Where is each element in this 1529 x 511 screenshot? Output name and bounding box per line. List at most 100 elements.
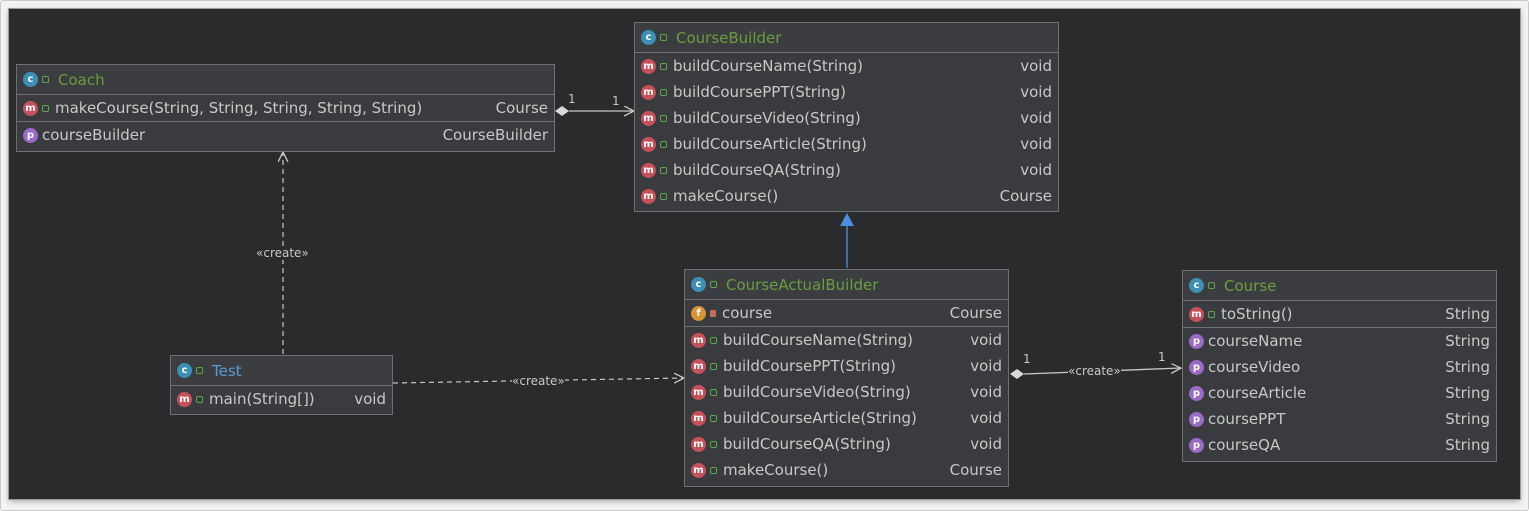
- member-type: String: [1445, 305, 1490, 323]
- method-icon: m: [691, 436, 706, 452]
- stereotype-label: «create»: [256, 246, 309, 260]
- member-type: String: [1445, 384, 1490, 402]
- property-icon: p: [1189, 411, 1204, 427]
- method-row[interactable]: m buildCourseArticle(String) void: [685, 405, 1008, 431]
- method-row[interactable]: m main(String[]) void: [171, 386, 392, 412]
- multiplicity-label: 1: [1023, 352, 1031, 366]
- class-test[interactable]: c Test m main(String[]) void: [170, 355, 393, 415]
- property-icon: p: [1189, 359, 1204, 375]
- member-name: makeCourse(String, String, String, Strin…: [55, 99, 423, 117]
- field-row[interactable]: f course Course: [685, 300, 1008, 326]
- public-icon: [660, 88, 667, 96]
- class-header: c CourseActualBuilder: [685, 270, 1008, 300]
- member-type: void: [1020, 161, 1052, 179]
- method-row[interactable]: m buildCourseName(String) void: [685, 326, 1008, 353]
- method-row[interactable]: m makeCourse() Course: [685, 457, 1008, 483]
- member-name: courseQA: [1208, 436, 1281, 454]
- member-type: CourseBuilder: [442, 126, 548, 144]
- class-name: Course: [1224, 276, 1277, 295]
- public-icon: [710, 281, 717, 288]
- class-course[interactable]: c Course m toString() String p courseNam…: [1182, 270, 1497, 462]
- member-name: main(String[]): [209, 390, 315, 408]
- public-icon: [42, 76, 49, 83]
- member-type: void: [970, 331, 1002, 349]
- member-name: buildCourseVideo(String): [673, 109, 861, 127]
- method-row[interactable]: m buildCoursePPT(String) void: [685, 353, 1008, 379]
- method-row[interactable]: m buildCourseQA(String) void: [635, 157, 1058, 183]
- class-name: Coach: [58, 70, 105, 89]
- method-row[interactable]: m makeCourse(String, String, String, Str…: [17, 95, 554, 121]
- member-name: courseArticle: [1208, 384, 1307, 402]
- class-header: c Coach: [17, 65, 554, 95]
- member-type: void: [970, 357, 1002, 375]
- stereotype-label: «create»: [512, 374, 565, 388]
- property-row[interactable]: p coursePPT String: [1183, 406, 1496, 432]
- member-name: courseBuilder: [42, 126, 146, 144]
- member-name: buildCourseVideo(String): [723, 383, 911, 401]
- member-name: buildCourseName(String): [723, 331, 913, 349]
- method-row[interactable]: m toString() String: [1183, 301, 1496, 327]
- stereotype-label: «create»: [1068, 364, 1121, 378]
- property-row[interactable]: p courseBuilder CourseBuilder: [17, 121, 554, 148]
- multiplicity-label: 1: [568, 92, 576, 106]
- member-name: buildCoursePPT(String): [673, 83, 846, 101]
- public-icon: [660, 192, 667, 200]
- method-icon: m: [641, 188, 656, 204]
- public-icon: [710, 414, 717, 422]
- method-icon: m: [177, 391, 192, 407]
- method-row[interactable]: m buildCourseName(String) void: [635, 53, 1058, 79]
- member-name: course: [722, 304, 773, 322]
- property-icon: p: [1189, 437, 1204, 453]
- method-icon: m: [641, 136, 656, 152]
- member-name: buildCoursePPT(String): [723, 357, 896, 375]
- class-icon: c: [177, 363, 192, 378]
- member-name: makeCourse(): [673, 187, 779, 205]
- public-icon: [660, 140, 667, 148]
- member-type: void: [970, 435, 1002, 453]
- class-name: CourseActualBuilder: [726, 275, 879, 294]
- member-name: buildCourseArticle(String): [673, 135, 867, 153]
- member-type: Course: [999, 187, 1052, 205]
- method-row[interactable]: m buildCourseQA(String) void: [685, 431, 1008, 457]
- public-icon: [710, 440, 717, 448]
- public-icon: [710, 362, 717, 370]
- class-header: c CourseBuilder: [635, 23, 1058, 53]
- member-type: void: [1020, 83, 1052, 101]
- class-header: c Course: [1183, 271, 1496, 301]
- member-name: buildCourseQA(String): [723, 435, 891, 453]
- property-row[interactable]: p courseVideo String: [1183, 354, 1496, 380]
- public-icon: [660, 114, 667, 122]
- method-icon: m: [23, 100, 38, 116]
- method-icon: m: [691, 410, 706, 426]
- method-row[interactable]: m buildCourseArticle(String) void: [635, 131, 1058, 157]
- member-type: void: [1020, 57, 1052, 75]
- member-type: String: [1445, 332, 1490, 350]
- public-icon: [1208, 310, 1215, 318]
- member-type: void: [354, 390, 386, 408]
- member-type: void: [1020, 135, 1052, 153]
- method-icon: m: [691, 358, 706, 374]
- method-icon: m: [691, 384, 706, 400]
- method-icon: m: [641, 58, 656, 74]
- class-icon: c: [641, 30, 656, 45]
- class-coach[interactable]: c Coach m makeCourse(String, String, Str…: [16, 64, 555, 152]
- multiplicity-label: 1: [1158, 350, 1166, 364]
- public-icon: [660, 62, 667, 70]
- class-course-actual-builder[interactable]: c CourseActualBuilder f course Course m …: [684, 269, 1009, 487]
- public-icon: [660, 166, 667, 174]
- member-type: void: [1020, 109, 1052, 127]
- method-icon: m: [641, 84, 656, 100]
- method-icon: m: [641, 162, 656, 178]
- method-icon: m: [641, 110, 656, 126]
- property-row[interactable]: p courseArticle String: [1183, 380, 1496, 406]
- method-row[interactable]: m buildCourseVideo(String) void: [635, 105, 1058, 131]
- member-type: Course: [949, 461, 1002, 479]
- method-row[interactable]: m buildCourseVideo(String) void: [685, 379, 1008, 405]
- multiplicity-label: 1: [612, 94, 620, 108]
- public-icon: [710, 336, 717, 344]
- property-row[interactable]: p courseName String: [1183, 327, 1496, 354]
- method-row[interactable]: m buildCoursePPT(String) void: [635, 79, 1058, 105]
- property-row[interactable]: p courseQA String: [1183, 432, 1496, 458]
- class-course-builder[interactable]: c CourseBuilder m buildCourseName(String…: [634, 22, 1059, 212]
- method-row[interactable]: m makeCourse() Course: [635, 183, 1058, 209]
